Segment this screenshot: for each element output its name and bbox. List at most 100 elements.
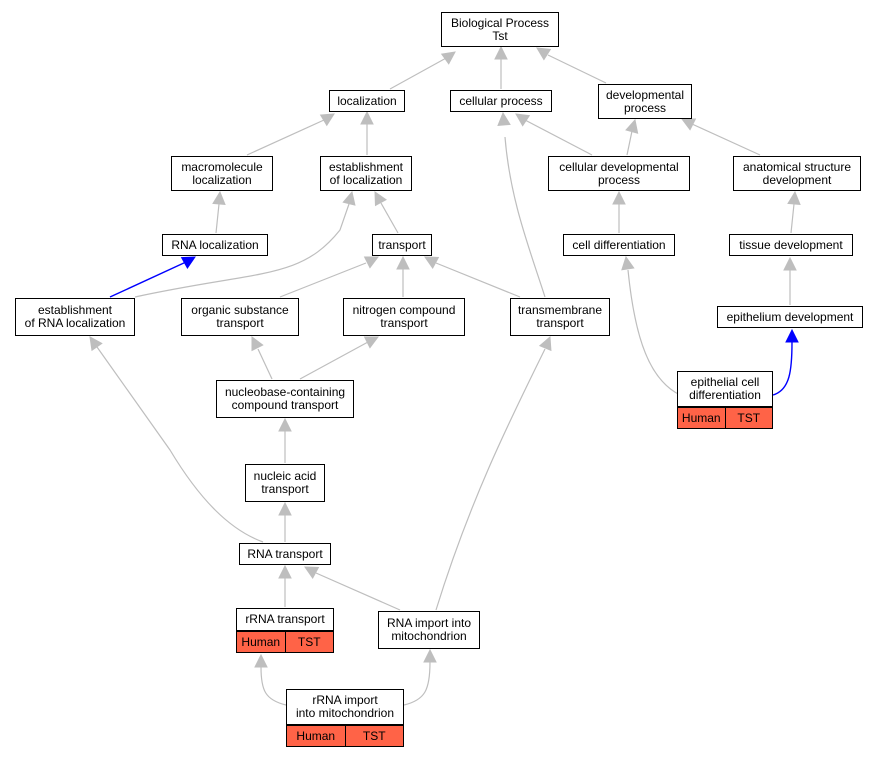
arrowhead-developmental-process-to-bp [536,47,552,61]
annotation-source-cell: TST [344,726,404,746]
node-label-line: tissue development [739,237,843,252]
arrowhead-epithelial-cell-differentiation-to-epithelium-development [785,328,799,343]
edge-rna-import-mitochondrion-to-transmembrane-transport [435,348,546,611]
edge-rna-transport-to-establishment-of-rna-localization [96,346,264,543]
node-epithelium-development: epithelium development [717,306,863,328]
arrowhead-transport-to-establishment-of-localization [374,191,387,207]
node-label-line: transport [536,316,584,330]
arrowhead-establishment-of-rna-localization-to-establishment-of-localization [342,190,356,206]
node-label-line: mitochondrion [391,629,467,643]
edge-localization-to-bp [389,56,449,90]
node-label-line: macromolecule [181,159,263,174]
edge-transport-to-establishment-of-localization [380,202,399,234]
edge-cellular-developmental-process-to-developmental-process [626,130,633,156]
arrowhead-cell-differentiation-to-cellular-developmental-process [612,190,626,205]
node-label-line: rRNA import [312,693,378,707]
node-label-line: anatomical structure [742,159,852,174]
node-label-line: localization [337,93,397,108]
edge-transmembrane-transport-to-transport [435,262,521,298]
node-label-line: RNA import into [386,616,472,630]
annotation-row-rrna-import-mitochondrion: Human TST [286,725,404,747]
node-label-line: epithelium development [726,309,854,324]
node-label-line: cell differentiation [572,237,666,252]
edge-establishment-of-rna-localization-to-rna-localization [109,261,187,298]
arrowhead-cellular-developmental-process-to-cellular-process [515,113,531,127]
annotation-source-cell: TST [724,408,773,428]
edge-rna-import-mitochondrion-to-rna-transport [315,572,401,611]
node-label-line: localization [192,172,252,187]
arrowhead-nucleobase-transport-to-organic-substance-transport [251,336,264,352]
node-localization: localization [329,90,405,112]
edge-transmembrane-transport-to-cellular-process [504,136,546,298]
arrowhead-organic-substance-transport-to-transport [363,256,379,269]
node-label-line: development [762,172,832,187]
edge-developmental-process-to-bp [547,54,607,84]
node-transport: transport [372,234,432,256]
edge-cellular-developmental-process-to-cellular-process [524,119,593,156]
node-cellular-process: cellular process [450,90,552,112]
annotation-species-cell: Human [681,410,721,425]
edge-organic-substance-transport-to-transport [279,262,367,298]
edge-anatomical-structure-development-to-developmental-process [691,123,761,156]
arrowhead-macromolecule-localization-to-localization [319,113,335,127]
node-label-line: process [597,172,641,187]
edge-rrna-import-mitochondrion-to-rrna-transport [260,666,287,706]
arrowhead-epithelial-cell-differentiation-to-cell-differentiation [621,255,635,271]
edge-nucleobase-transport-to-nitrogen-compound-transport [299,341,369,380]
arrowhead-epithelium-development-to-tissue-development [783,256,797,271]
arrowhead-rrna-transport-to-rna-transport [278,564,292,579]
node-label-line: cellular developmental [559,159,679,174]
arrowhead-tissue-development-to-anatomical-structure-development [787,190,801,206]
node-label-line: RNA localization [171,237,259,252]
arrowhead-rrna-import-mitochondrion-to-rrna-transport [254,653,268,668]
node-label-line: transmembrane [517,303,603,317]
arrowhead-rna-transport-to-nucleic-acid-transport [278,501,292,516]
arrowhead-transmembrane-transport-to-cellular-process [497,111,511,127]
edge-rrna-import-mitochondrion-to-rna-import-mitochondrion [403,661,431,706]
node-label-line: process [623,100,667,115]
arrowhead-establishment-of-rna-localization-to-rna-localization [180,256,196,270]
annotation-species-cell: Human [241,634,281,649]
arrowhead-rna-import-mitochondrion-to-rna-transport [304,566,320,579]
node-label-line: transport [261,482,309,496]
edge-rna-localization-to-macromolecule-localization [215,203,220,234]
node-tissue-development: tissue development [729,234,853,256]
node-label-line: cellular process [459,93,543,108]
node-rrna-transport: rRNA transport [236,608,334,631]
node-label-line: nitrogen compound [352,303,456,317]
edge-tissue-development-to-anatomical-structure-development [790,203,795,234]
node-label-line: of RNA localization [24,316,126,330]
arrowhead-anatomical-structure-development-to-developmental-process [680,118,697,131]
edge-epithelial-cell-differentiation-to-epithelium-development [772,341,793,396]
node-label-line: into mitochondrion [295,706,395,720]
arrowhead-rrna-import-mitochondrion-to-rna-import-mitochondrion [423,648,437,663]
node-label-line: Biological Process [450,15,550,30]
node-label-line: establishment [37,303,113,317]
edge-nucleobase-transport-to-organic-substance-transport [257,348,273,380]
arrowhead-nucleic-acid-transport-to-nucleobase-transport [278,417,292,432]
node-label-line: transport [380,316,428,330]
arrowhead-rna-import-mitochondrion-to-transmembrane-transport [538,335,552,352]
node-cell-differentiation: cell differentiation [563,234,675,256]
edge-epithelial-cell-differentiation-to-cell-differentiation [627,269,681,396]
arrowhead-rna-localization-to-macromolecule-localization [212,190,226,206]
edge-establishment-of-rna-localization-to-establishment-of-localization [134,203,350,298]
annotation-species-cell: Human [296,728,336,743]
node-label-line: compound transport [231,398,339,412]
node-rna-transport: RNA transport [239,543,331,565]
